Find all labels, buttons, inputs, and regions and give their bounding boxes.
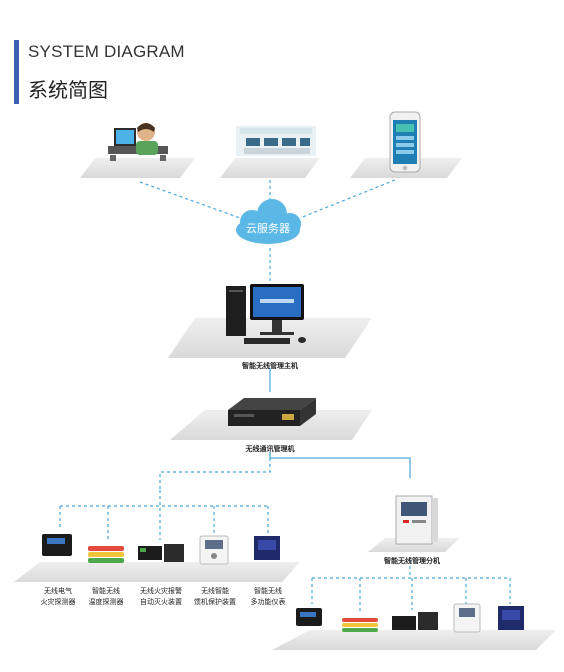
temperature-detector-icon — [342, 618, 378, 632]
connection-lines — [59, 179, 511, 612]
title-accent-bar — [14, 40, 19, 104]
platform-control-room — [220, 158, 320, 178]
protection-device-icon — [453, 603, 481, 633]
branch-cabinet-icon — [395, 495, 438, 545]
platform-operator — [80, 158, 195, 178]
comm-manager-label: 无线通讯管理机 — [245, 445, 295, 453]
device-label-3-line1: 无线火灾报警 — [140, 587, 182, 595]
smartphone-icon — [389, 111, 421, 173]
device-label-5-line2: 多功能仪表 — [250, 598, 286, 606]
platform-devices-right — [272, 630, 556, 650]
device-row-left — [42, 534, 280, 565]
platform-devices-left — [14, 562, 300, 582]
device-row-right — [296, 603, 524, 633]
device-label-4-line1: 无线智能 — [201, 587, 229, 595]
top-platforms — [80, 158, 462, 178]
cloud-server-label: 云服务器 — [246, 222, 290, 235]
title-english: SYSTEM DIAGRAM — [28, 42, 185, 61]
host-label: 智能无线管理主机 — [242, 362, 298, 370]
branch-label: 智能无线管理分机 — [384, 557, 440, 565]
fire-alarm-extinguish-icon — [392, 612, 438, 630]
device-label-5-line1: 智能无线 — [254, 587, 282, 595]
device-label-2-line2: 温度探测器 — [88, 598, 124, 606]
device-label-4: 无线智能 馈机保护装置 — [184, 586, 246, 608]
title-chinese: 系统简图 — [28, 78, 108, 102]
device-label-2: 智能无线 温度探测器 — [76, 586, 136, 608]
link-comm-devices — [159, 452, 271, 490]
link-top-left — [139, 181, 241, 219]
operator-icon — [108, 123, 168, 161]
multifunction-meter-icon — [498, 606, 524, 630]
device-label-1-line1: 无线电气 — [44, 587, 72, 595]
comm-manager-icon — [228, 398, 316, 426]
control-room-icon — [236, 126, 316, 156]
device-label-1-line2: 火灾探测器 — [40, 598, 76, 606]
electrical-fire-detector-icon — [42, 534, 72, 556]
device-label-5: 智能无线 多功能仪表 — [238, 586, 298, 608]
device-label-4-line2: 馈机保护装置 — [194, 598, 236, 606]
fire-alarm-extinguish-icon — [138, 544, 184, 562]
multifunction-meter-icon — [254, 536, 280, 560]
device-label-3: 无线火灾报警 自动灭火装置 — [128, 586, 194, 608]
device-label-3-line2: 自动灭火装置 — [140, 598, 182, 606]
device-label-2-line1: 智能无线 — [92, 587, 120, 595]
electrical-fire-detector-icon — [296, 608, 322, 626]
link-comm-branch — [269, 452, 411, 478]
temperature-detector-icon — [88, 546, 124, 563]
protection-device-icon — [199, 535, 229, 565]
cloud-icon — [236, 199, 301, 244]
host-computer-icon — [226, 284, 306, 344]
link-top-right — [299, 179, 396, 219]
device-label-1: 无线电气 火灾探测器 — [28, 586, 88, 608]
